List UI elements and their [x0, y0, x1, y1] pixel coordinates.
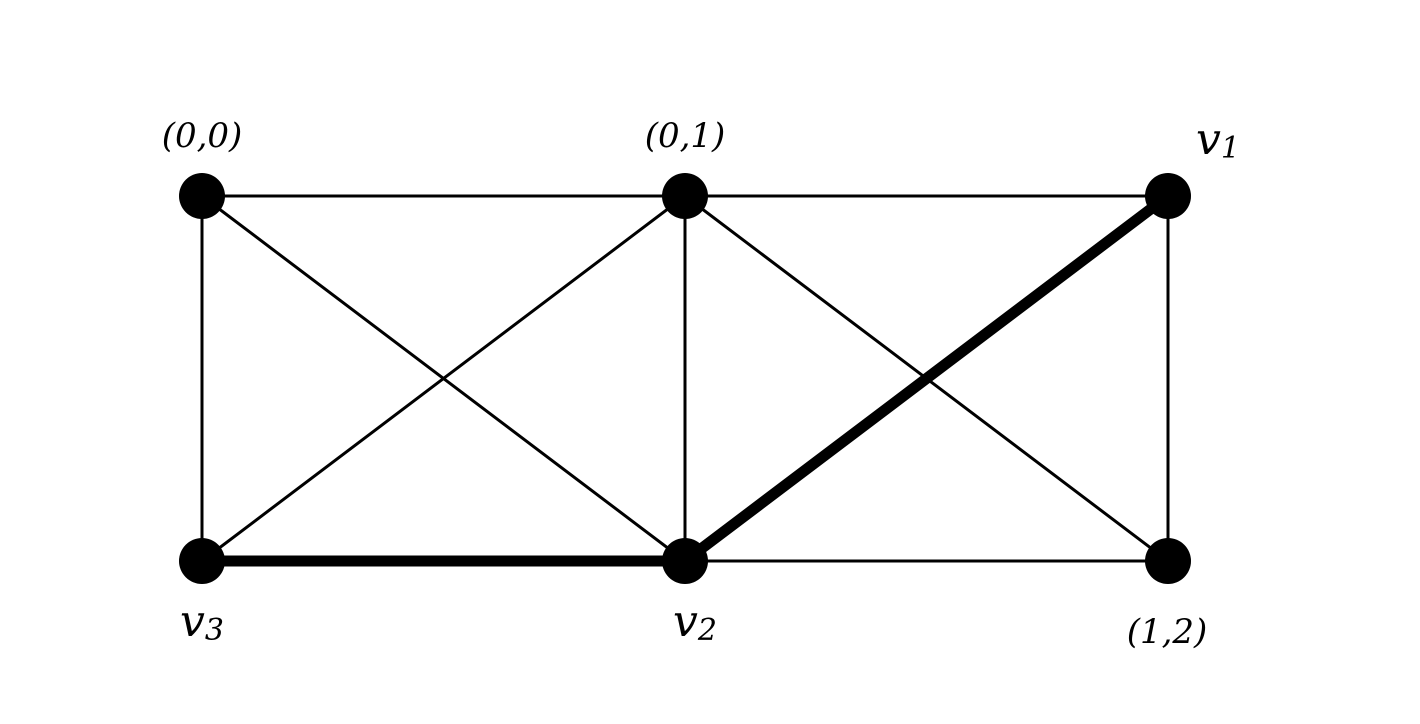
- edges-layer: [196, 190, 1174, 567]
- node-v3: [179, 538, 225, 584]
- node-n00: [179, 173, 225, 219]
- nodes-layer: [179, 173, 1191, 584]
- node-label-0-1: (0,1): [645, 116, 726, 156]
- node-label-v1: v1: [1196, 114, 1240, 166]
- node-label-1-2: (1,2): [1127, 612, 1208, 652]
- node-label-v1-main: v: [1196, 114, 1221, 165]
- node-v2: [662, 538, 708, 584]
- node-label-v2-sub: 2: [697, 613, 717, 648]
- node-label-v3: v3: [180, 596, 224, 648]
- edge-v2-v1-bold: [679, 190, 1174, 567]
- node-v1: [1145, 173, 1191, 219]
- edge-n01-v3: [200, 194, 687, 563]
- node-label-v3-main: v: [180, 596, 205, 647]
- node-n01: [662, 173, 708, 219]
- node-label-v2: v2: [673, 596, 717, 648]
- node-label-v1-sub: 1: [1221, 131, 1240, 166]
- node-label-v2-main: v: [673, 596, 698, 647]
- node-label-0-0: (0,0): [162, 116, 243, 156]
- node-label-v3-sub: 3: [205, 613, 224, 648]
- node-n12: [1145, 538, 1191, 584]
